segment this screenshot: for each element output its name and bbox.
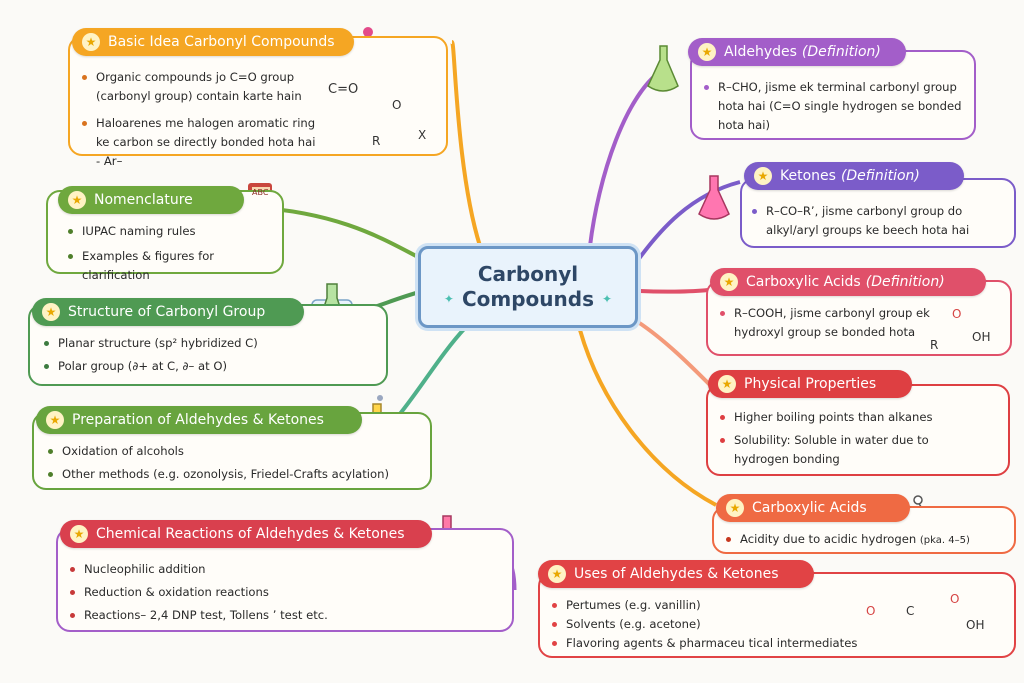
aldehydes-items: R–CHO, jisme ek terminal carbonyl group … bbox=[704, 78, 966, 135]
connector-physical bbox=[636, 320, 712, 387]
basic-idea-items: Organic compounds jo C=O group (carbonyl… bbox=[82, 68, 318, 171]
sparkle-icon: ✦ bbox=[443, 292, 454, 306]
star-icon: ★ bbox=[698, 43, 716, 61]
preparation-title: Preparation of Aldehydes & Ketones bbox=[72, 412, 324, 428]
preparation-header[interactable]: ★ Preparation of Aldehydes & Ketones bbox=[36, 406, 362, 434]
star-icon: ★ bbox=[42, 303, 60, 321]
list-item: Solvents (e.g. acetone) bbox=[552, 615, 932, 634]
pka-text: (pka. 4–5) bbox=[919, 535, 970, 546]
structure-title: Structure of Carbonyl Group bbox=[68, 304, 266, 320]
carboxylic-title: Carboxylic Acids bbox=[752, 500, 867, 516]
star-icon: ★ bbox=[754, 167, 772, 185]
flask-icon-aldehydes bbox=[647, 45, 679, 92]
star-icon: ★ bbox=[82, 33, 100, 51]
carboxylic-def-title: Carboxylic Acids bbox=[746, 274, 861, 290]
list-item: Haloarenes me halogen aromatic ring ke c… bbox=[82, 114, 318, 171]
acid-o-label: O bbox=[952, 307, 962, 321]
star-icon: ★ bbox=[70, 525, 88, 543]
list-item: Nucleophilic addition bbox=[70, 560, 400, 579]
nomenclature-title: Nomenclature bbox=[94, 192, 193, 208]
carboxylic-def-items: R–COOH, jisme carbonyl group ek hydroxyl… bbox=[720, 304, 934, 342]
carboxylic-items: Acidity due to acidic hydrogen (pka. 4–5… bbox=[726, 530, 1016, 550]
list-item: Higher boiling points than alkanes bbox=[720, 408, 950, 427]
ketones-title: Ketones bbox=[780, 168, 836, 184]
list-item: Solubility: Soluble in water due to hydr… bbox=[720, 431, 950, 469]
uses-o2-label: O bbox=[950, 592, 960, 606]
central-topic: Carbonyl ✦ Compounds ✦ bbox=[418, 246, 638, 328]
list-item: Oxidation of alcohols bbox=[48, 442, 428, 461]
chem-o-label: O bbox=[392, 98, 402, 112]
reactions-items: Nucleophilic addition Reduction & oxidat… bbox=[70, 560, 400, 625]
aldehydes-title-suffix: (Definition) bbox=[801, 44, 881, 60]
carboxylic-def-header[interactable]: ★ Carboxylic Acids (Definition) bbox=[710, 268, 986, 296]
structure-items: Planar structure (sp² hybridized C) Pola… bbox=[44, 334, 334, 376]
chem-x-label: X bbox=[418, 128, 427, 142]
uses-o-label: O bbox=[866, 604, 876, 618]
connector-basic-idea bbox=[450, 40, 482, 247]
connector-preparation bbox=[393, 326, 467, 422]
uses-oh-label: OH bbox=[966, 618, 985, 632]
list-item: Pertumes (e.g. vanillin) bbox=[552, 596, 932, 615]
nomenclature-header[interactable]: ★ Nomenclature bbox=[58, 186, 244, 214]
ketones-header[interactable]: ★ Ketones (Definition) bbox=[744, 162, 964, 190]
sparkle-icon: ✦ bbox=[602, 292, 613, 306]
structure-header[interactable]: ★ Structure of Carbonyl Group bbox=[32, 298, 304, 326]
carboxylic-item-text: Acidity due to acidic hydrogen bbox=[740, 532, 917, 546]
star-icon: ★ bbox=[718, 375, 736, 393]
central-title-line2: Compounds bbox=[461, 287, 594, 311]
nomenclature-items: IUPAC naming rules Examples & figures fo… bbox=[68, 222, 278, 285]
basic-idea-card: Organic compounds jo C=O group (carbonyl… bbox=[68, 36, 448, 168]
ketones-title-suffix: (Definition) bbox=[840, 168, 920, 184]
connector-ketones bbox=[636, 180, 741, 262]
list-item: Organic compounds jo C=O group (carbonyl… bbox=[82, 68, 318, 106]
uses-items: Pertumes (e.g. vanillin) Solvents (e.g. … bbox=[552, 596, 932, 653]
uses-c-label: C bbox=[906, 604, 915, 618]
reactions-card: Nucleophilic addition Reduction & oxidat… bbox=[56, 528, 514, 632]
physical-title: Physical Properties bbox=[744, 376, 877, 392]
list-item: Flavoring agents & pharmaceu tical inter… bbox=[552, 634, 932, 653]
star-icon: ★ bbox=[548, 565, 566, 583]
connector-carboxylic bbox=[578, 329, 717, 507]
star-icon: ★ bbox=[68, 191, 86, 209]
star-icon: ★ bbox=[726, 499, 744, 517]
reactions-title: Chemical Reactions of Aldehydes & Ketone… bbox=[96, 526, 405, 542]
uses-title: Uses of Aldehydes & Ketones bbox=[574, 566, 779, 582]
physical-header[interactable]: ★ Physical Properties bbox=[708, 370, 912, 398]
ketones-items: R–CO–Rʼ, jisme carbonyl group do alkyl/a… bbox=[752, 202, 1008, 240]
list-item: Reduction & oxidation reactions bbox=[70, 583, 400, 602]
list-item: IUPAC naming rules bbox=[68, 222, 278, 241]
list-item: R–COOH, jisme carbonyl group ek hydroxyl… bbox=[720, 304, 934, 342]
star-icon: ★ bbox=[720, 273, 738, 291]
connector-carboxylic-def bbox=[639, 288, 709, 294]
basic-idea-header[interactable]: ★ Basic Idea Carbonyl Compounds bbox=[72, 28, 354, 56]
aldehydes-title: Aldehydes bbox=[724, 44, 797, 60]
acid-oh-label: OH bbox=[972, 330, 991, 344]
list-item: Reactions– 2,4 DNP test, Tollens ʼ test … bbox=[70, 606, 400, 625]
list-item: Other methods (e.g. ozonolysis, Friedel-… bbox=[48, 465, 428, 484]
list-item: R–CO–Rʼ, jisme carbonyl group do alkyl/a… bbox=[752, 202, 1008, 240]
list-item: Acidity due to acidic hydrogen (pka. 4–5… bbox=[726, 530, 1016, 550]
connector-aldehydes bbox=[588, 64, 669, 247]
aldehydes-header[interactable]: ★ Aldehydes (Definition) bbox=[688, 38, 906, 66]
central-title-line1: Carbonyl bbox=[477, 262, 579, 286]
list-item: Planar structure (sp² hybridized C) bbox=[44, 334, 334, 353]
list-item: Examples & figures for clarification bbox=[68, 247, 278, 285]
book-label: ABC bbox=[252, 188, 269, 197]
basic-idea-title: Basic Idea Carbonyl Compounds bbox=[108, 34, 335, 50]
preparation-items: Oxidation of alcohols Other methods (e.g… bbox=[48, 442, 428, 484]
chem-co-label: C=O bbox=[328, 82, 359, 97]
flask-icon-ketones bbox=[698, 175, 730, 220]
star-icon: ★ bbox=[46, 411, 64, 429]
carboxylic-def-title-suffix: (Definition) bbox=[865, 274, 945, 290]
list-item: R–CHO, jisme ek terminal carbonyl group … bbox=[704, 78, 966, 135]
reactions-header[interactable]: ★ Chemical Reactions of Aldehydes & Keto… bbox=[60, 520, 432, 548]
list-item: Polar group (∂+ at C, ∂– at O) bbox=[44, 357, 334, 376]
uses-header[interactable]: ★ Uses of Aldehydes & Ketones bbox=[538, 560, 814, 588]
acid-r-label: R bbox=[930, 338, 939, 352]
physical-items: Higher boiling points than alkanes Solub… bbox=[720, 408, 950, 469]
carboxylic-header[interactable]: ★ Carboxylic Acids bbox=[716, 494, 910, 522]
chem-r-label: R bbox=[372, 134, 381, 148]
